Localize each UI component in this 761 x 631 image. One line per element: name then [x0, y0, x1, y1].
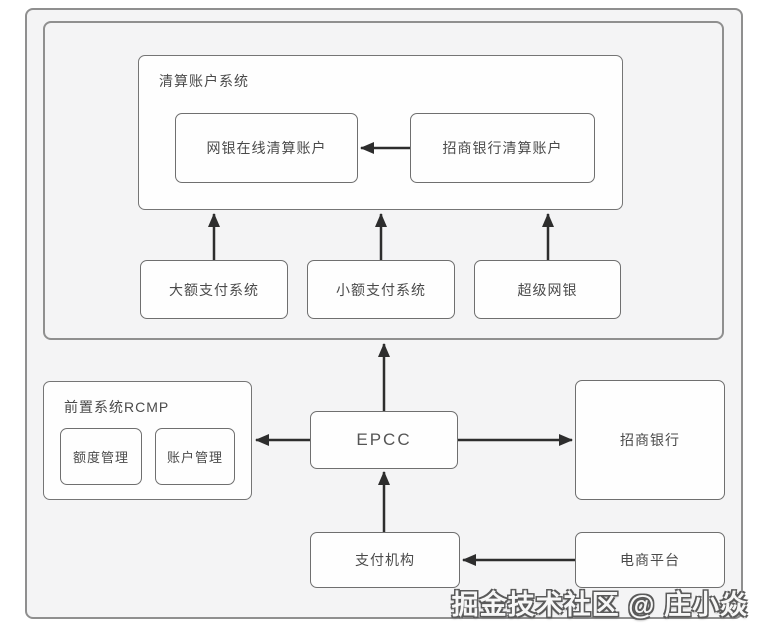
- node-quota-management: 额度管理: [60, 428, 142, 485]
- node-epcc: EPCC: [310, 411, 458, 469]
- node-ecommerce-platform: 电商平台: [575, 532, 725, 588]
- node-super-online-banking: 超级网银: [474, 260, 621, 319]
- node-wangyin-online-clearing: 网银在线清算账户: [175, 113, 358, 183]
- node-account-management: 账户管理: [155, 428, 235, 485]
- node-payment-institution: 支付机构: [310, 532, 460, 588]
- node-cmb-bank: 招商银行: [575, 380, 725, 500]
- node-cmb-clearing-account: 招商银行清算账户: [410, 113, 595, 183]
- group-rcmp-front-system-label: 前置系统RCMP: [64, 399, 170, 415]
- node-large-value-payment: 大额支付系统: [140, 260, 288, 319]
- node-small-value-payment: 小额支付系统: [307, 260, 455, 319]
- watermark-text: 掘金技术社区 @ 庄小焱: [451, 590, 748, 620]
- group-clearing-account-system-label: 清算账户系统: [159, 73, 249, 89]
